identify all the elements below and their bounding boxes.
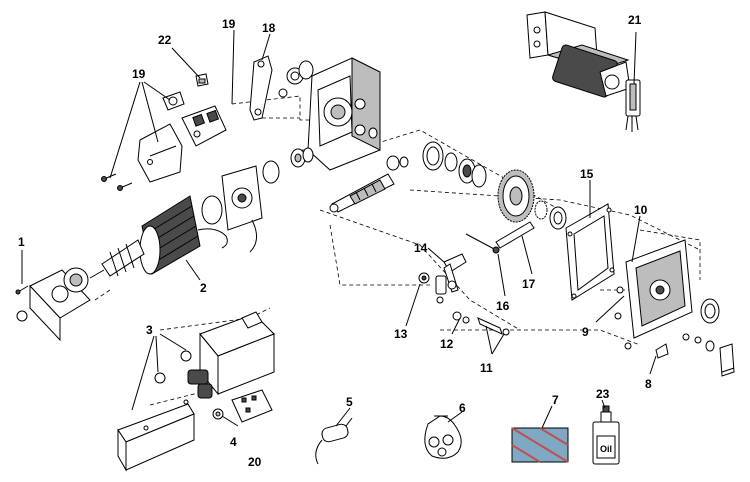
part-16-pin: [465, 233, 500, 254]
seals-and-bearings-center: [262, 127, 409, 184]
part-10-cover-plate: [614, 239, 720, 350]
part-3-control-box: [154, 311, 275, 399]
part-21-motor-bracket-assembly: [526, 11, 641, 132]
gearbox-housing: [307, 57, 381, 171]
part-19-switch-cover: [137, 123, 183, 183]
label-part-8: 8: [645, 377, 652, 391]
label-part-6: 6: [459, 401, 466, 415]
label-part-5: 5: [346, 395, 353, 409]
label-part-23: 23: [596, 387, 610, 401]
part-3-control-box-cover: [117, 399, 195, 472]
part-1-end-bracket: [15, 267, 91, 342]
label-part-4: 4: [230, 435, 237, 449]
part-7-label-sheet: [511, 427, 569, 463]
label-part-1: 1: [18, 235, 25, 249]
part-19-limit-switch-block: [181, 105, 227, 147]
label-part-16: 16: [496, 299, 510, 313]
motor-end-cover: [201, 165, 263, 253]
label-part-22: 22: [158, 33, 172, 47]
part-number-labels: 1 2 3 4 5 6 7 8 9 10 11 12 13 14 15 16 1…: [18, 13, 652, 469]
label-part-2: 2: [200, 281, 207, 295]
label-part-11: 11: [480, 361, 493, 375]
part-15-gasket: [565, 203, 615, 301]
label-part-15: 15: [580, 167, 594, 181]
label-part-21: 21: [628, 13, 642, 27]
label-part-13: 13: [394, 327, 408, 341]
part-13-release-assembly: [418, 272, 457, 304]
label-part-19-left: 19: [132, 67, 146, 81]
part-12-nut-washer: [452, 311, 470, 324]
part-4-bolt: [212, 408, 224, 420]
label-part-12: 12: [440, 337, 454, 351]
label-part-17: 17: [522, 277, 536, 291]
label-part-19-top: 19: [222, 17, 236, 31]
label-part-14: 14: [414, 241, 428, 255]
label-part-9: 9: [582, 325, 589, 339]
part-20-circuit-board: [231, 389, 273, 423]
part-6-hardware-bag: [424, 415, 462, 459]
part-19-small-bracket: [162, 91, 185, 111]
part-8-bolts-and-release: [655, 333, 735, 377]
part-17-main-gear-wheel: [422, 141, 567, 249]
part-5-capacitor: [315, 417, 353, 465]
label-part-10: 10: [634, 203, 648, 217]
part-23-oil-bottle: Oil: [592, 405, 620, 465]
oil-text: Oil: [600, 444, 612, 454]
label-part-7: 7: [552, 393, 559, 407]
label-part-20: 20: [248, 455, 262, 469]
label-part-18: 18: [262, 21, 276, 35]
part-11-shaft: [477, 317, 510, 336]
part-18-lever-arm: [249, 55, 314, 121]
worm-shaft: [329, 173, 395, 213]
label-part-3: 3: [146, 323, 153, 337]
part-2-electric-motor: [89, 195, 228, 279]
part-19-screws: [101, 173, 133, 191]
leader-lines: [21, 29, 657, 429]
